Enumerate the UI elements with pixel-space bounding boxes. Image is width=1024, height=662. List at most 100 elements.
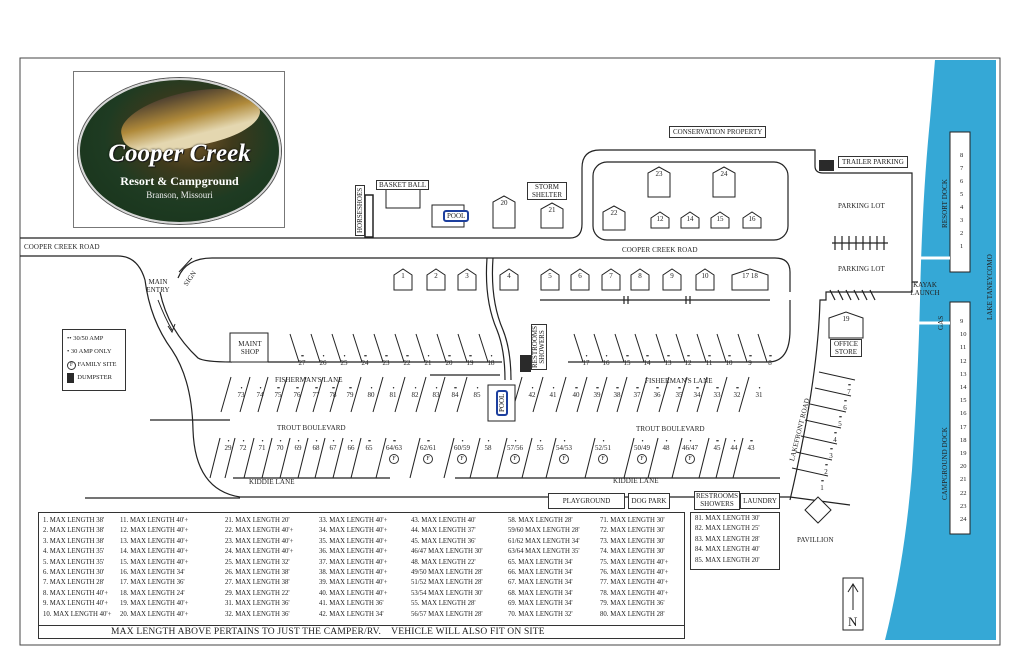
campsite-67[interactable]: •67 [322,439,344,452]
campground-dock-slip[interactable]: 21 [960,476,967,484]
campsite-54-53[interactable]: •54/53 [549,439,579,452]
cabin-number[interactable]: 6 [578,272,582,280]
campsite-2[interactable]: ••2 [815,463,837,476]
resort-dock-slip[interactable]: 2 [960,230,964,237]
cabin-number[interactable]: 1 [401,272,405,280]
cabin-number[interactable]: 15 [716,215,724,223]
cabin-number[interactable]: 16 [748,215,756,223]
resort-dock-slip[interactable]: 8 [960,152,964,159]
campsite-21[interactable]: •21 [417,354,439,367]
campsite-71[interactable]: •71 [251,439,273,452]
campsite-36[interactable]: ••36 [646,386,668,399]
campsite-45[interactable]: ••45 [706,439,728,452]
campground-dock-slip[interactable]: 10 [960,331,967,339]
campsite-48[interactable]: •48 [655,439,677,452]
campsite-73[interactable]: •73 [230,386,252,399]
campsite-17[interactable]: •17 [575,354,597,367]
campsite-7[interactable]: ••7 [838,383,860,396]
campground-dock-slip[interactable]: 18 [960,436,967,444]
campsite-3[interactable]: ••3 [820,447,842,460]
cabin-number[interactable]: 22 [610,209,618,217]
campsite-64-63[interactable]: ••64/63 [379,439,409,452]
cabin-number[interactable]: 20 [500,199,508,207]
campsite-40[interactable]: ••40 [565,386,587,399]
campground-dock-slip[interactable]: 13 [960,370,967,378]
campground-dock-slip[interactable]: 17 [960,423,967,431]
campsite-34[interactable]: ••34 [686,386,708,399]
campground-dock-slip[interactable]: 23 [960,502,967,510]
cabin-number[interactable]: 3 [465,272,469,280]
campsite-1[interactable]: ••1 [811,479,833,492]
resort-dock-slip[interactable]: 7 [960,165,964,172]
cabin-number[interactable]: 17 18 [742,272,758,280]
campsite-37[interactable]: ••37 [626,386,648,399]
campsite-15[interactable]: ••15 [616,354,638,367]
campground-dock-slip[interactable]: 9 [960,318,964,325]
campsite-77[interactable]: ••77 [305,386,327,399]
campsite-52-51[interactable]: •52/51 [588,439,618,452]
campsite-41[interactable]: •41 [542,386,564,399]
campsite-13[interactable]: ••13 [657,354,679,367]
campground-dock-slip[interactable]: 12 [960,357,967,365]
campsite-58[interactable]: •58 [477,439,499,452]
campsite-44[interactable]: •44 [723,439,745,452]
campsite-60-59[interactable]: •60/59 [447,439,477,452]
cabin-number[interactable]: 8 [638,272,642,280]
campsite-5[interactable]: ••5 [829,415,851,428]
campsite-84[interactable]: ••84 [444,386,466,399]
campsite-8[interactable]: ••8 [759,354,781,367]
campsite-25[interactable]: •25 [333,354,355,367]
campsite-66[interactable]: •66 [340,439,362,452]
campsite-24[interactable]: ••24 [354,354,376,367]
campsite-39[interactable]: ••39 [586,386,608,399]
campsite-79[interactable]: ••79 [339,386,361,399]
resort-dock-slip[interactable]: 6 [960,178,964,185]
campsite-9[interactable]: ••9 [739,354,761,367]
campground-dock-slip[interactable]: 16 [960,410,967,418]
campsite-10[interactable]: ••10 [718,354,740,367]
campsite-65[interactable]: ••65 [358,439,380,452]
cabin-number[interactable]: 12 [656,215,664,223]
campsite-27[interactable]: ••27 [291,354,313,367]
campsite-29[interactable]: •29 [217,439,239,452]
campsite-62-61[interactable]: ••62/61 [413,439,443,452]
campsite-31[interactable]: •31 [748,386,770,399]
cabin-number[interactable]: 9 [670,272,674,280]
campsite-4[interactable]: ••4 [824,431,846,444]
campsite-50-49[interactable]: •50/49 [627,439,657,452]
campsite-82[interactable]: •82 [404,386,426,399]
resort-dock-slip[interactable]: 1 [960,243,964,250]
campsite-83[interactable]: •83 [425,386,447,399]
campsite-74[interactable]: •74 [249,386,271,399]
campsite-69[interactable]: •69 [287,439,309,452]
campsite-6[interactable]: ••6 [834,399,856,412]
campsite-57-56[interactable]: •57/56 [500,439,530,452]
cabin-number[interactable]: 10 [701,272,709,280]
campsite-23[interactable]: ••23 [375,354,397,367]
resort-dock-slip[interactable]: 3 [960,217,964,224]
campsite-14[interactable]: ••14 [636,354,658,367]
campsite-19[interactable]: ••19 [459,354,481,367]
campsite-78[interactable]: ••78 [322,386,344,399]
campsite-42[interactable]: •42 [521,386,543,399]
campsite-75[interactable]: ••75 [267,386,289,399]
campground-dock-slip[interactable]: 14 [960,384,967,391]
resort-dock-slip[interactable]: 4 [960,204,964,211]
campsite-70[interactable]: •70 [269,439,291,452]
campsite-68[interactable]: •68 [305,439,327,452]
campsite-22[interactable]: ••22 [396,354,418,367]
campsite-26[interactable]: •26 [312,354,334,367]
cabin-number[interactable]: 23 [655,170,663,178]
campground-dock-slip[interactable]: 22 [960,489,967,497]
campsite-18[interactable]: •18 [480,354,502,367]
campground-dock-slip[interactable]: 11 [960,344,967,352]
campsite-80[interactable]: •80 [360,386,382,399]
campsite-11[interactable]: ••11 [698,354,720,367]
campsite-76[interactable]: ••76 [286,386,308,399]
campground-dock-slip[interactable]: 24 [960,516,967,523]
cabin-number[interactable]: 24 [720,170,728,178]
cabin-number[interactable]: 5 [548,272,552,280]
campsite-35[interactable]: ••35 [668,386,690,399]
campsite-72[interactable]: •72 [232,439,254,452]
cabin-number[interactable]: 7 [609,272,613,280]
